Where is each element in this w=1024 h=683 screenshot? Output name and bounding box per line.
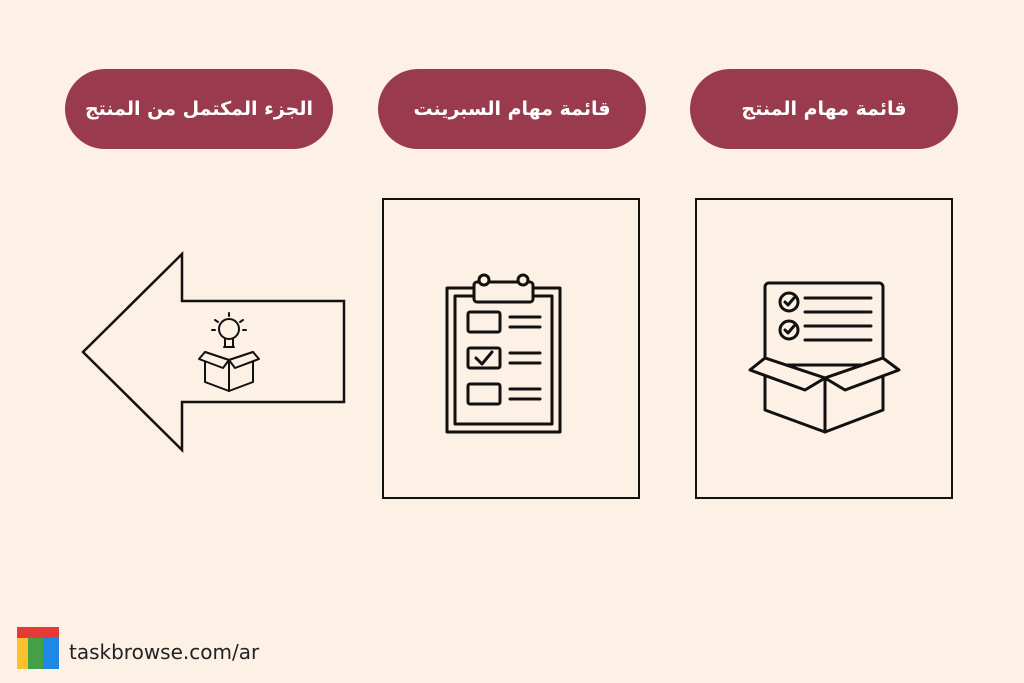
clipboard-checklist-icon (445, 273, 562, 434)
product-backlog-label: قائمة مهام المنتج (690, 69, 958, 149)
logo-blue-block (43, 638, 59, 669)
site-url[interactable]: taskbrowse.com/ar (69, 640, 260, 664)
sprint-backlog-label: قائمة مهام السبرينت (378, 69, 646, 149)
product-increment-label: الجزء المكتمل من المنتج (65, 69, 333, 149)
sprint-backlog-frame (382, 198, 640, 499)
taskbrowse-logo (17, 627, 59, 669)
product-backlog-frame (695, 198, 953, 499)
logo-yellow-block (17, 638, 28, 669)
box-lightbulb-icon (198, 312, 260, 392)
increment-arrow (81, 251, 346, 453)
box-checklist-icon (748, 281, 901, 434)
logo-green-block (28, 638, 43, 669)
logo-red-block (17, 627, 59, 638)
